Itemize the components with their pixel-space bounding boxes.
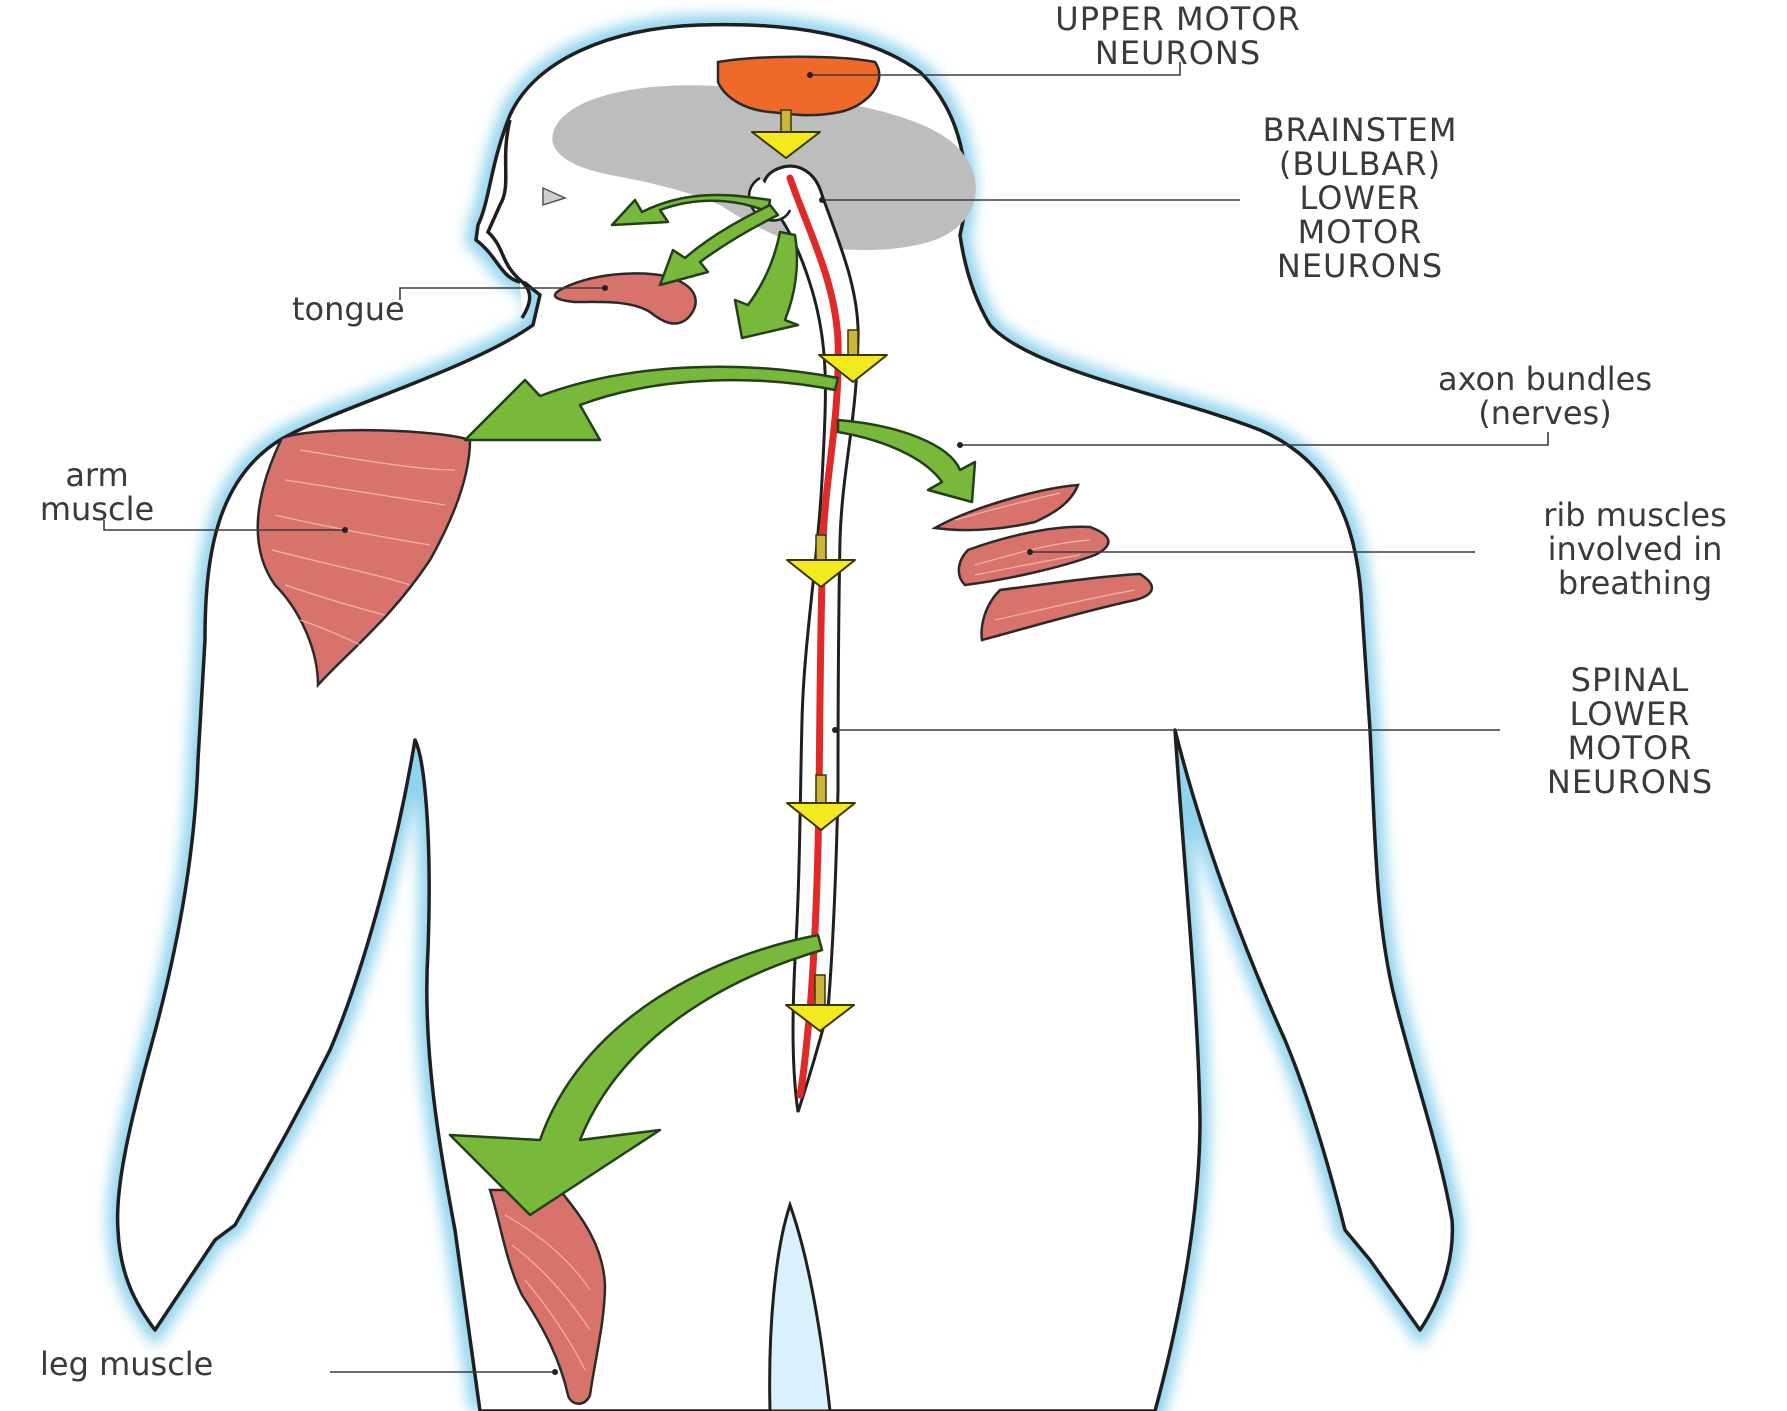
label-axon-bundles: axon bundles (nerves): [1355, 362, 1735, 430]
label-brainstem-bulbar-lower-motor-neurons: BRAINSTEM (BULBAR) LOWER MOTOR NEURONS: [1160, 113, 1560, 283]
label-spinal-lower-motor-neurons: SPINAL LOWER MOTOR NEURONS: [1480, 663, 1780, 799]
label-upper-motor-neurons: UPPER MOTOR NEURONS: [968, 2, 1388, 70]
label-tongue: tongue: [292, 292, 405, 326]
label-rib-muscles: rib muscles involved in breathing: [1485, 498, 1785, 600]
label-leg-muscle: leg muscle: [40, 1347, 213, 1381]
label-arm-muscle: arm muscle: [12, 458, 182, 526]
